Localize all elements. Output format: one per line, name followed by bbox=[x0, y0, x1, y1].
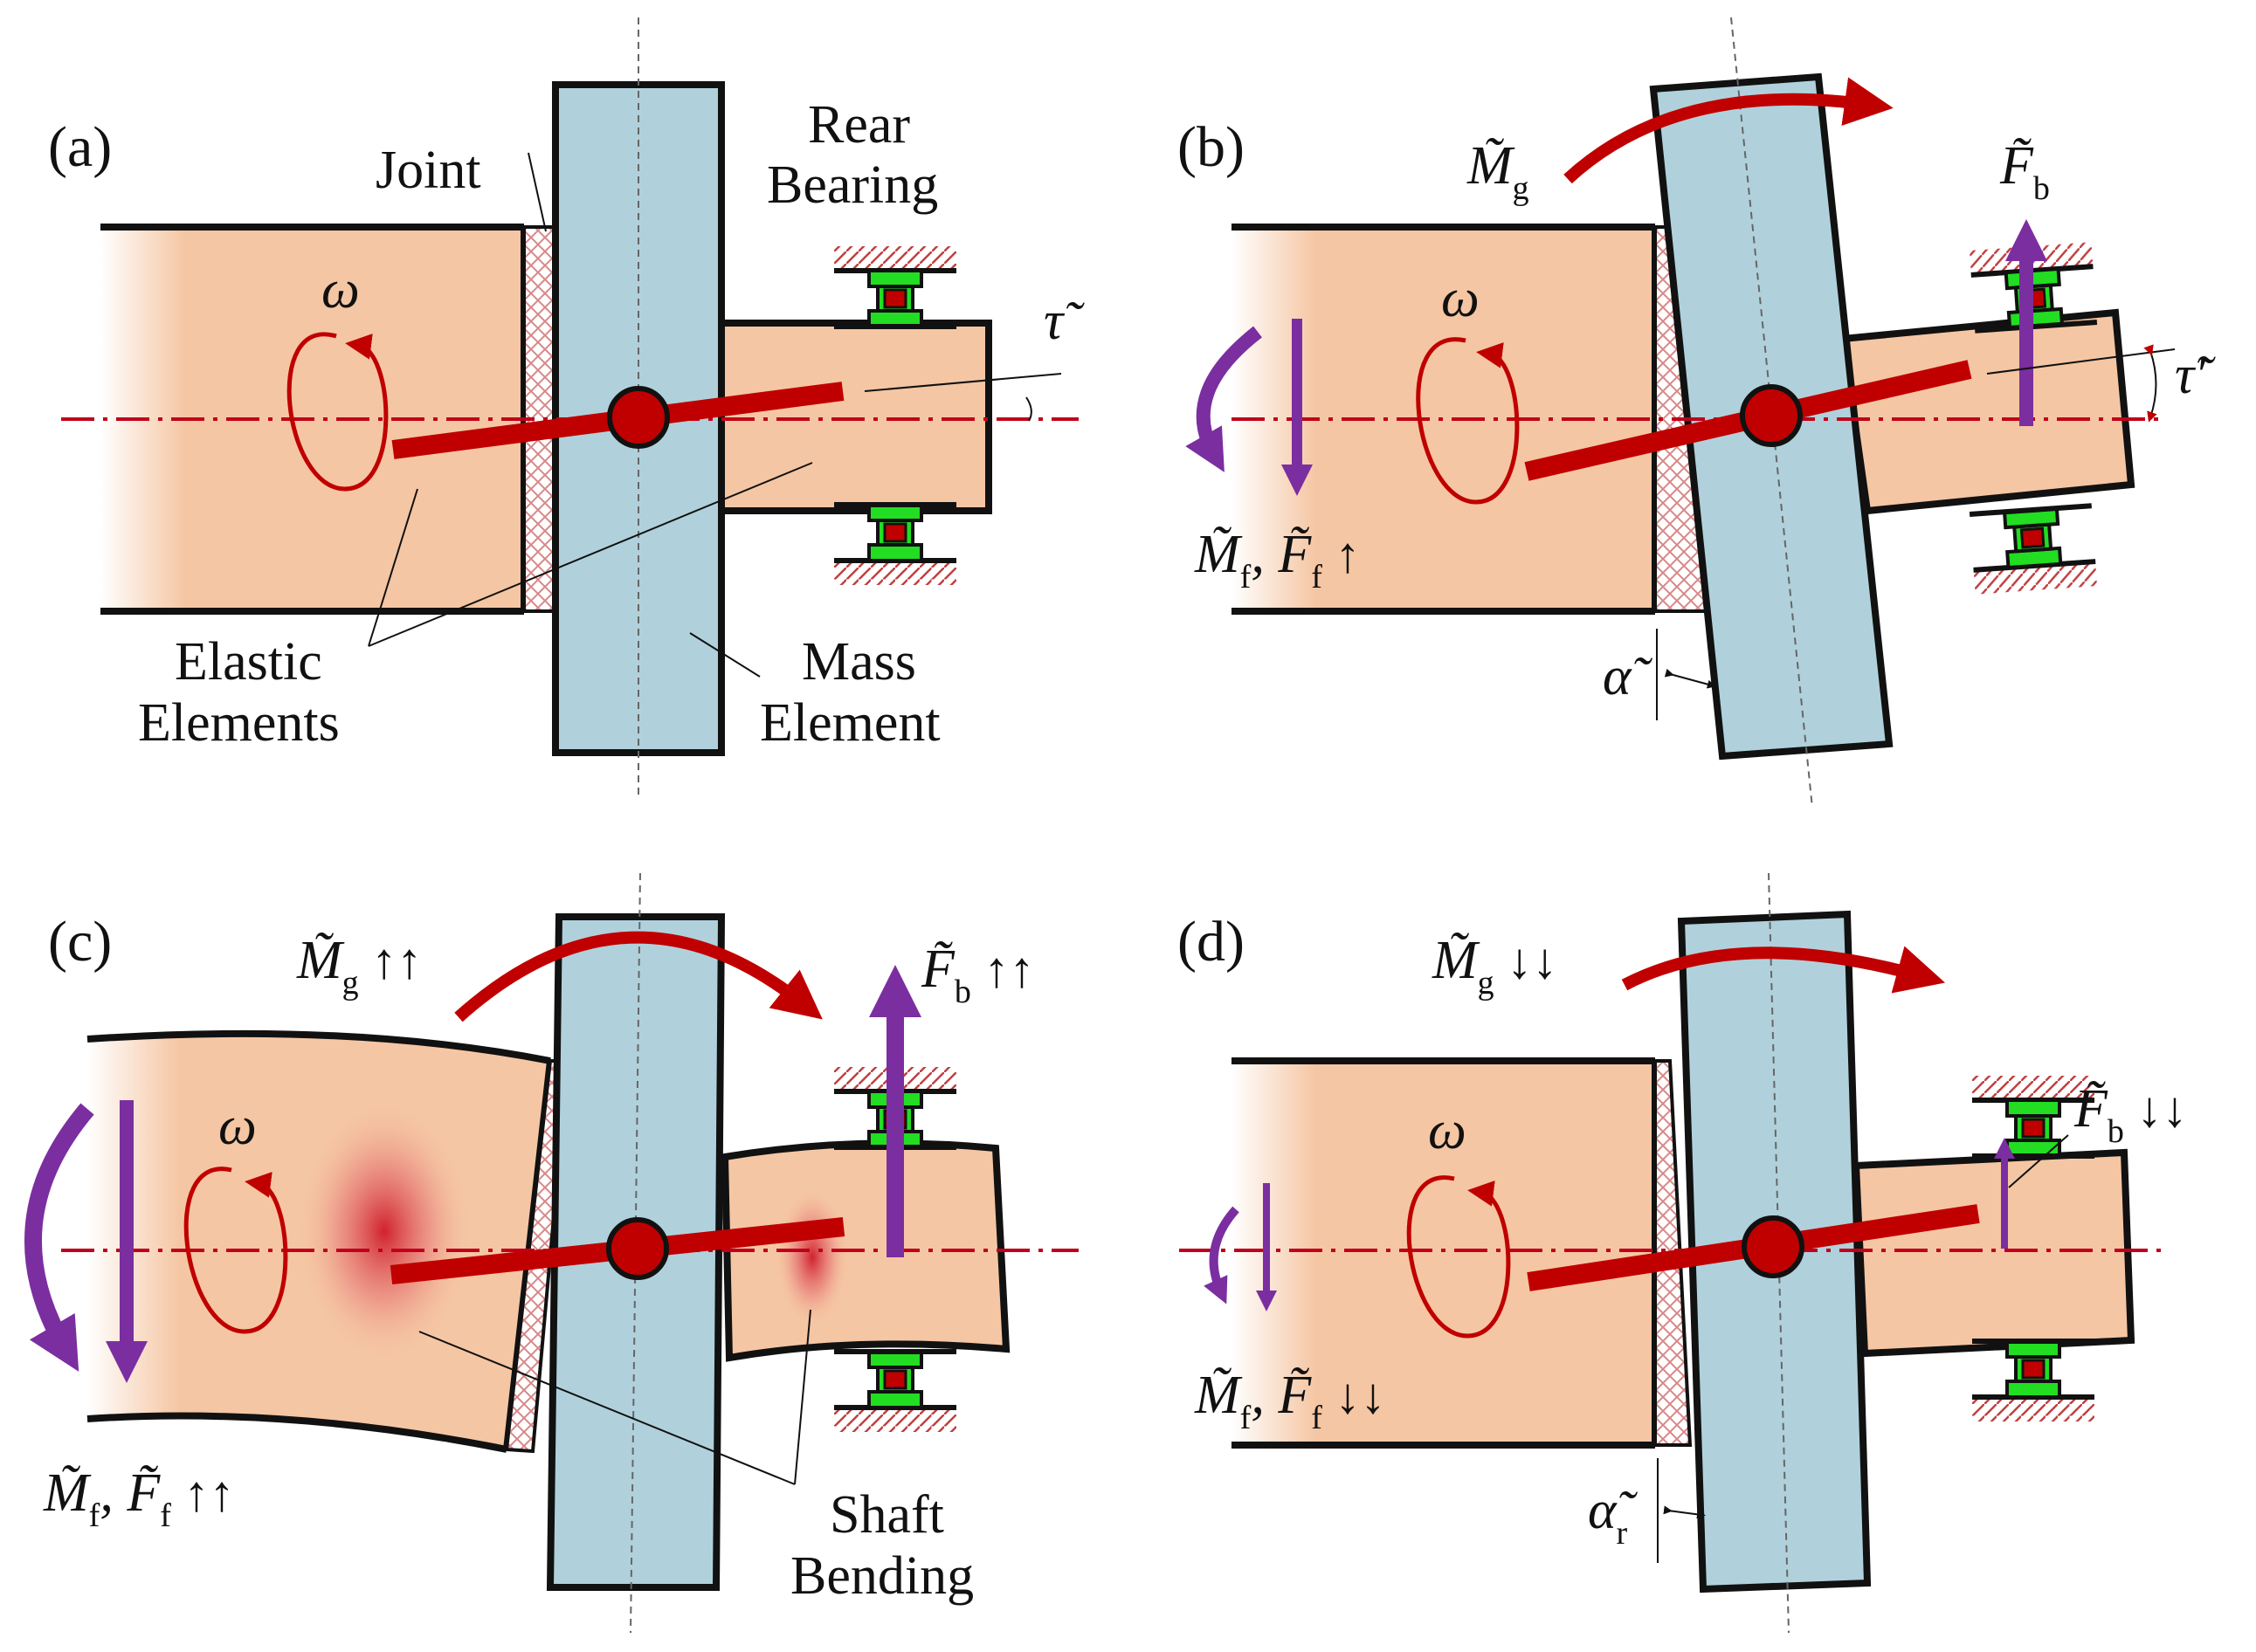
omega-arrow-c bbox=[183, 1167, 288, 1334]
bearing-bottom-b bbox=[1970, 506, 2097, 595]
rear-label: Rear bbox=[808, 95, 910, 155]
panel-d: (d) M̃g ↓↓ F̃b ↓↓ ω M̃f, F̃f ↓↓ α̃r bbox=[1177, 872, 2187, 1634]
bearing-top-a bbox=[834, 246, 956, 327]
bend-zone-shaft-c bbox=[776, 1187, 849, 1327]
moment-f-arrow-b bbox=[1185, 326, 1262, 472]
rear-shaft-a bbox=[718, 320, 992, 514]
moment-g-arrow-c bbox=[454, 931, 823, 1022]
omega-c: ω bbox=[218, 1097, 257, 1156]
panel-label-b: (b) bbox=[1177, 115, 1245, 179]
rear-shaft-b bbox=[1839, 308, 2135, 515]
pivot-b bbox=[1740, 384, 1803, 447]
bending-label: Bending bbox=[790, 1546, 974, 1606]
panel-c: (c) M̃g ↑↑ F̃b ↑↑ ω M̃f, F̃f ↑↑ Shaft Be… bbox=[24, 872, 1079, 1634]
pivot-d bbox=[1742, 1215, 1804, 1278]
tau-a: τ̃ bbox=[1044, 292, 1085, 351]
element-label: Element bbox=[760, 693, 941, 753]
pivot-c bbox=[606, 1217, 669, 1280]
elastic-label: Elastic bbox=[175, 632, 322, 692]
rear-shaft-d bbox=[1852, 1148, 2135, 1358]
fb-c: F̃b ↑↑ bbox=[921, 940, 1034, 1010]
joint-label: Joint bbox=[376, 141, 481, 200]
elements-label: Elements bbox=[138, 693, 340, 753]
mf-ff-b: M̃f, F̃f ↑ bbox=[1194, 525, 1360, 595]
tau-b: τ̃′ bbox=[2175, 346, 2216, 405]
bearing-bottom-c bbox=[834, 1352, 956, 1432]
fb-d: F̃b ↓↓ bbox=[2073, 1079, 2187, 1150]
moment-g-arrow-d bbox=[1621, 946, 1945, 994]
shaft-label: Shaft bbox=[830, 1485, 944, 1545]
omega-arrow-d bbox=[1406, 1175, 1511, 1339]
moment-f-arrow-c bbox=[24, 1103, 94, 1372]
mg-b: M̃g bbox=[1466, 136, 1529, 207]
mg-d: M̃g ↓↓ bbox=[1432, 931, 1557, 1002]
mf-ff-d: M̃f, F̃f ↓↓ bbox=[1194, 1366, 1385, 1436]
omega-d: ω bbox=[1428, 1101, 1466, 1160]
panel-label-a: (a) bbox=[48, 115, 112, 179]
mg-c: M̃g ↑↑ bbox=[296, 931, 422, 1002]
alpha-b: α̃ bbox=[1603, 647, 1653, 706]
panel-label-d: (d) bbox=[1177, 910, 1245, 974]
moment-g-arrow-b bbox=[1563, 77, 1894, 184]
mass-label: Mass bbox=[802, 632, 916, 692]
omega-arrow-a bbox=[286, 332, 389, 492]
panel-b: (b) M̃g F̃b ω τ̃′ M̃f, F̃f ↑ α̃ bbox=[1177, 17, 2216, 809]
moment-f-arrow-d bbox=[1204, 1206, 1239, 1304]
bearing-bottom-a bbox=[834, 505, 956, 585]
bearing-bottom-d bbox=[1972, 1341, 2094, 1421]
alpha-r-d: α̃r bbox=[1588, 1481, 1639, 1552]
elastic-body-d bbox=[1231, 1057, 1659, 1449]
omega-a: ω bbox=[321, 260, 360, 320]
panel-a: (a) Joint Rear Bearing Elastic Elements … bbox=[48, 17, 1085, 795]
pivot-a bbox=[607, 386, 670, 449]
bend-zone-body-c bbox=[297, 1100, 472, 1362]
omega-b: ω bbox=[1441, 269, 1480, 328]
panel-label-c: (c) bbox=[48, 910, 112, 974]
omega-arrow-b bbox=[1416, 337, 1520, 505]
fb-b: F̃b bbox=[1999, 136, 2050, 207]
mf-ff-c: M̃f, F̃f ↑↑ bbox=[43, 1463, 234, 1534]
bearing-label: Bearing bbox=[767, 155, 938, 215]
